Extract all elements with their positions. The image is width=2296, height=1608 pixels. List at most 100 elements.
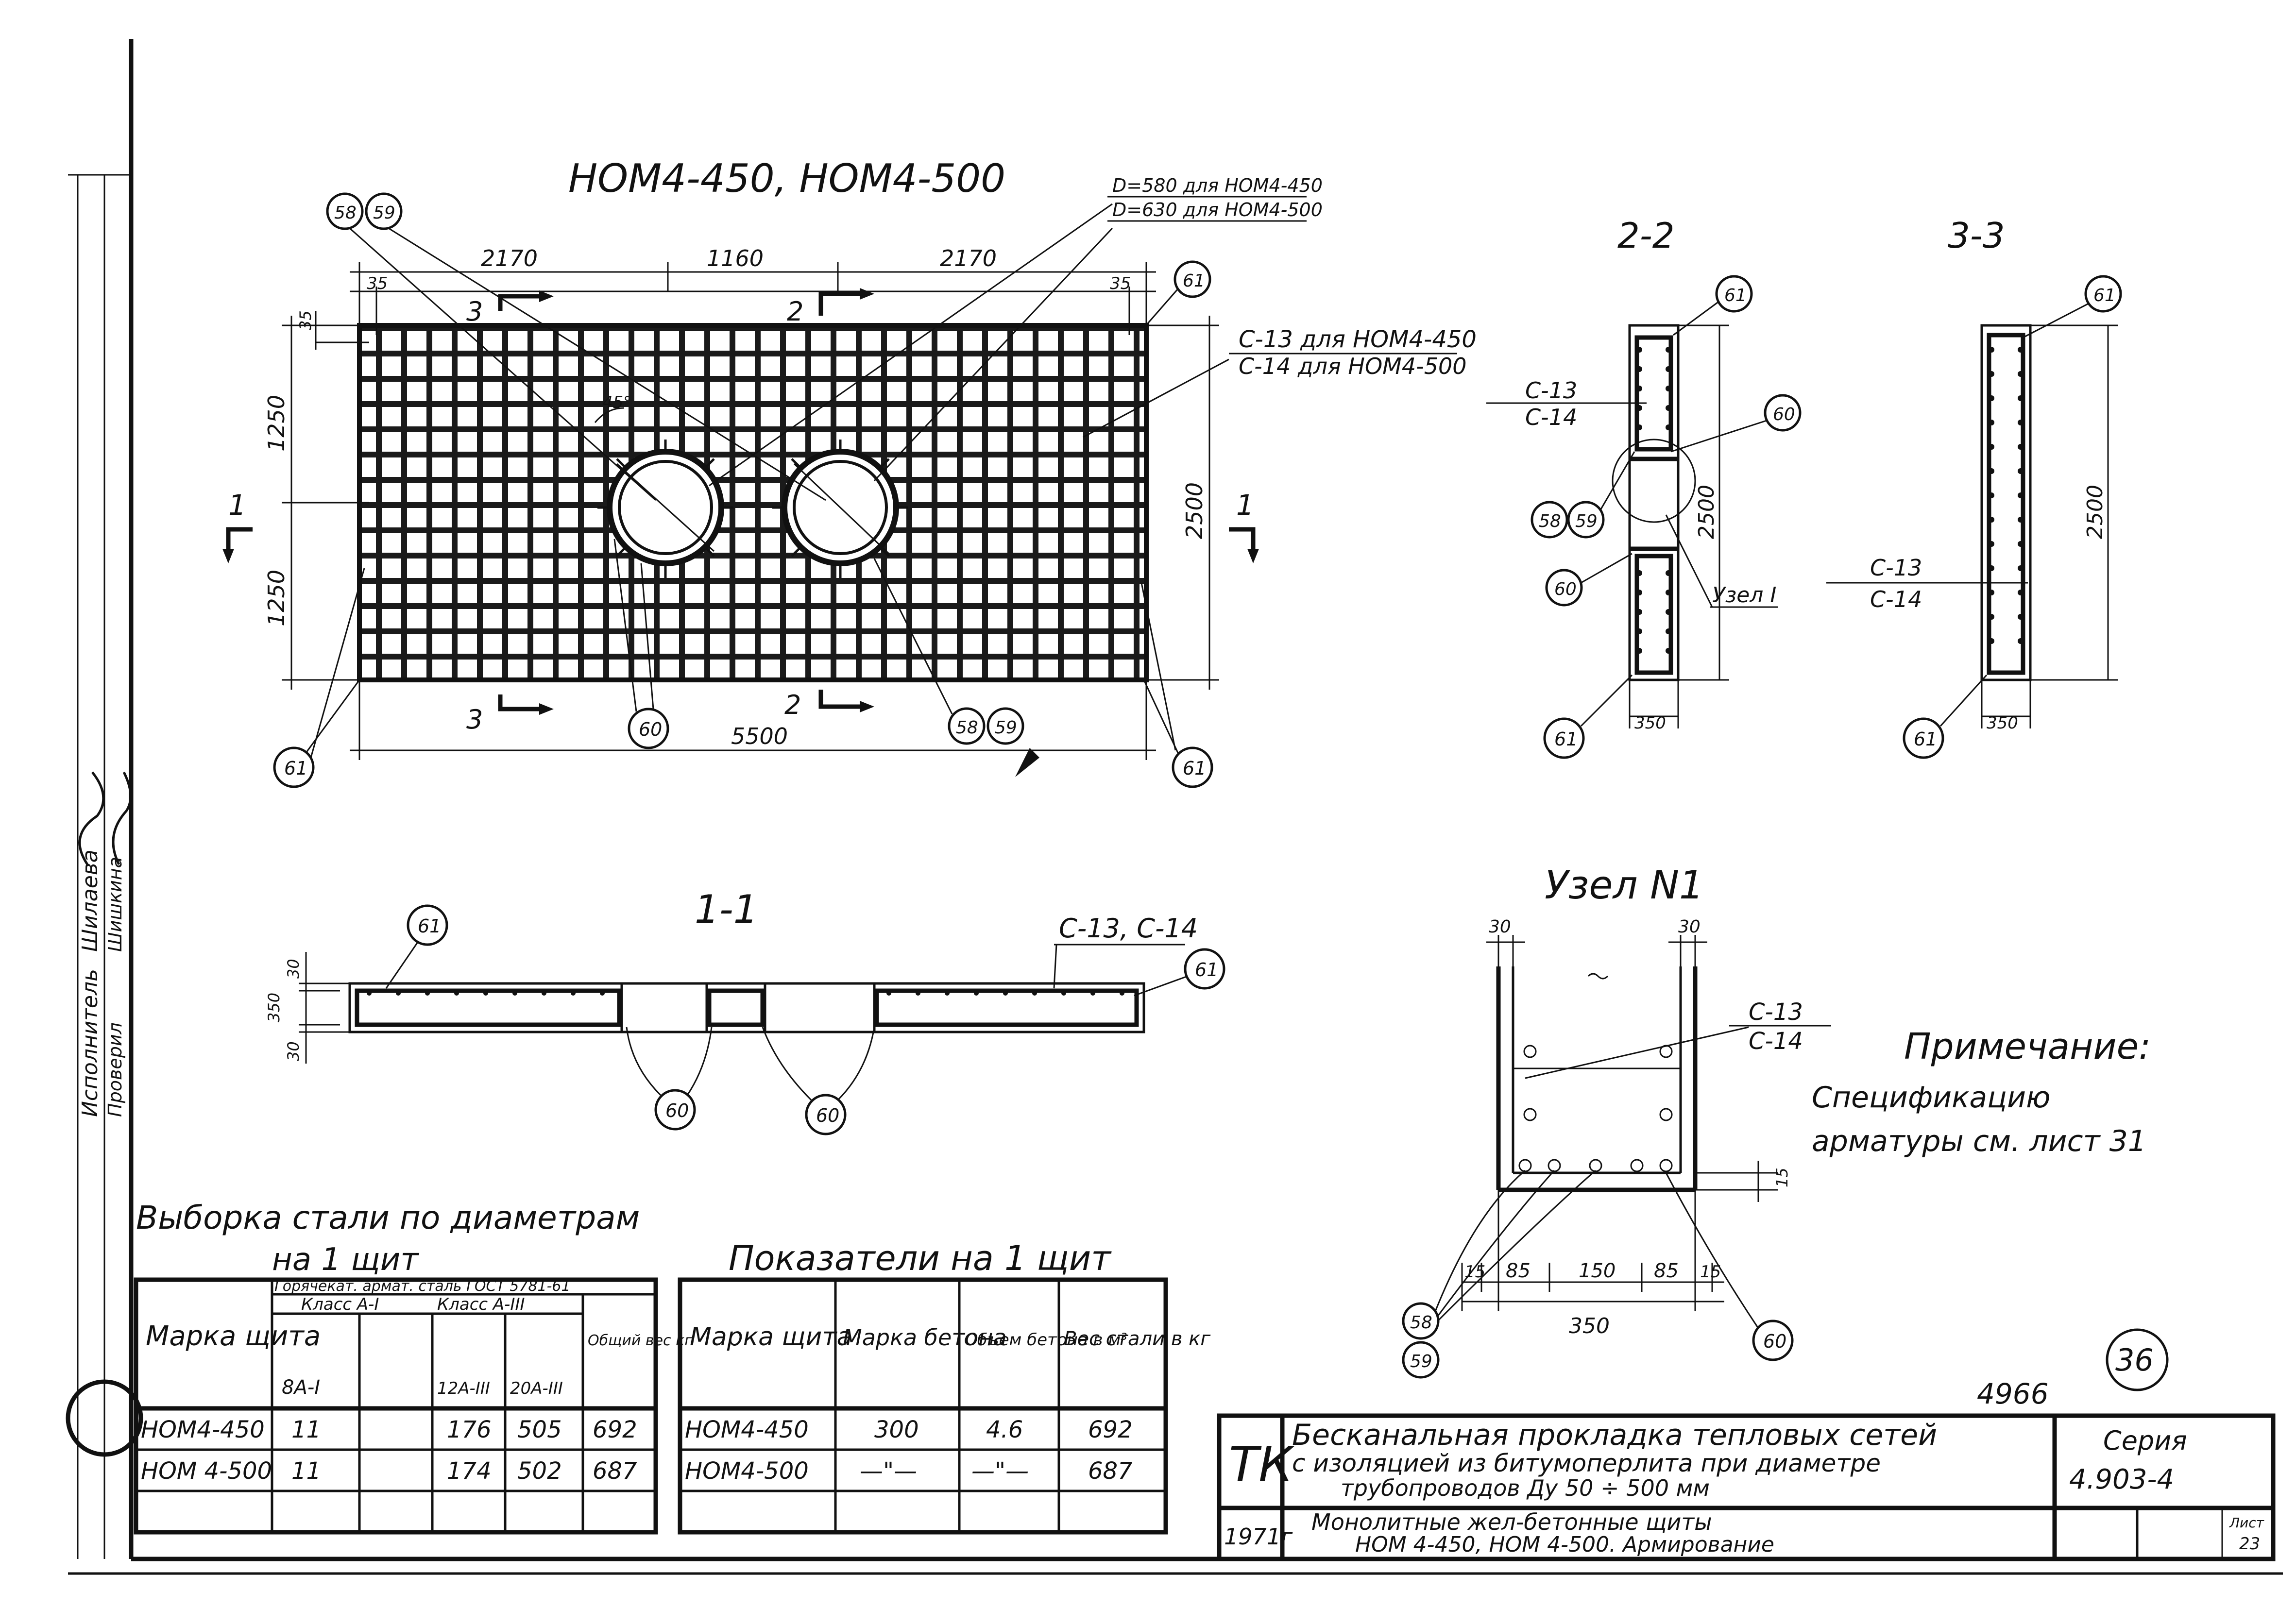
steel-sub-8a1: 8А-I [282,1376,320,1399]
note-line1: Спецификацию [1812,1081,2051,1115]
node-1-label: Узел I [1712,583,1776,608]
s11-callout-61-left: 61 [418,915,441,937]
ind-head-concrete: Марка бетона [843,1324,1007,1351]
section-mark-2-top: 2 [787,296,803,327]
dim-left-35: 35 [296,310,315,330]
node-n1-view: Узел N1 30 30 С-13 С-14 [1402,863,1831,1379]
s11-dim-30-bottom: 30 [284,1041,303,1061]
stamp-name-checker: Шишкина [104,857,126,952]
steel-r2-12a3: 174 [447,1457,492,1485]
s11-dim-350: 350 [265,993,283,1022]
section-3-3-dim-height: 2500 [2083,485,2108,539]
node-callout-58: 58 [1410,1313,1432,1333]
callout-60: 60 [639,719,662,740]
main-notes: D=580 для НОМ4-450 D=630 для НОМ4-500 С-… [709,175,1477,487]
ind-r2-volume: —"— [971,1457,1029,1485]
ind-r1-volume: 4.6 [986,1416,1023,1443]
subtitle-line1: Монолитные жел-бетонные щиты [1311,1509,1712,1535]
steel-r1-total: 692 [593,1416,637,1443]
note-line2: арматуры см. лист 31 [1812,1124,2146,1158]
callout-61-bottom-left: 61 [284,758,307,779]
stamp-name-executor: Шилаева [78,849,102,952]
section-2-2: 2-2 С-13 С-14 2500 350 Узел I 61 60 58 5… [1486,215,1802,759]
steel-head-mark: Марка щита [146,1320,321,1352]
node-callout-59: 59 [1410,1352,1432,1371]
section-1-1-title: 1-1 [695,887,758,932]
ind-head-volume: Объем бетона в м³ [964,1330,1127,1350]
dim-bottom-5500: 5500 [731,723,788,749]
dim-top: 35 2170 1160 2170 35 [350,245,1156,335]
dim-top-2170-left: 2170 [481,245,538,271]
year: 1971г [1224,1523,1293,1550]
section-mark-1-right: 1 [1236,489,1254,522]
steel-head-class3: Класс А-III [437,1295,525,1314]
section-3-3-title: 3-3 [1948,215,2005,256]
node-dim-150: 150 [1579,1260,1616,1282]
node-dim-30-left: 30 [1489,917,1511,937]
node-n1-title: Узел N1 [1545,863,1704,908]
pipe-openings: 45° [594,393,908,578]
org-code: ТК [1229,1436,1295,1493]
node-dim-15-side: 15 [1773,1168,1791,1187]
s22-callout-61-top: 61 [1724,286,1747,305]
page-number-circle [2106,1328,2169,1391]
steel-head-group: Горячекат. армат. сталь ГОСТ 5781-61 [274,1278,571,1295]
s33-callout-61-bottom: 61 [1914,728,1937,750]
dim-right: 2500 [1146,316,1219,690]
angle-label: 45° [602,393,631,412]
steel-r2-mark: НОМ 4-500 [141,1457,272,1485]
section-mark-2-bottom: 2 [784,690,801,720]
subtitle-line2: НОМ 4-450, НОМ 4-500. Армирование [1355,1532,1774,1557]
s22-callout-58: 58 [1539,511,1561,531]
s11-callout-60-left: 60 [665,1100,689,1121]
steel-row-1: НОМ4-450 11 176 505 692 [141,1416,637,1443]
title-line1: Бесканальная прокладка тепловых сетей [1292,1418,1937,1452]
main-plan-view: НОМ4-450, НОМ4-500 45° [222,156,1477,788]
s22-callout-59: 59 [1575,511,1598,531]
section-3-3-dim-width: 350 [1987,713,2018,733]
ind-row-2: НОМ4-500 —"— —"— 687 [685,1457,1133,1485]
ind-head-steel: Вес стали в кг [1064,1328,1211,1350]
dim-bottom: 5500 [350,680,1156,760]
steel-r1-mark: НОМ4-450 [141,1416,265,1443]
section-3-3-c13: С-13 [1870,555,1922,581]
node-dim-30-right: 30 [1678,917,1701,937]
dim-top-2170-right: 2170 [940,245,997,271]
steel-table-subtitle: на 1 щит [272,1242,419,1278]
steel-r1-12a3: 176 [447,1416,492,1443]
section-1-1: 1-1 30 350 30 С-13, С-14 61 61 60 60 [265,887,1225,1135]
s22-callout-61-bottom: 61 [1554,728,1578,750]
sheet-value: 23 [2239,1534,2260,1554]
section-mark-3-top: 3 [466,296,483,327]
title-line2: с изоляцией из битумоперлита при диаметр… [1292,1449,1881,1477]
s11-callout-60-right: 60 [816,1105,839,1126]
node-dim-350: 350 [1569,1314,1610,1338]
node-c14: С-14 [1749,1028,1803,1055]
title-line3: трубопроводов Ду 50 ÷ 500 мм [1341,1475,1710,1501]
section-2-2-slab [1628,324,1680,681]
section-3-3: 3-3 С-13 С-14 2500 350 61 61 [1826,215,2122,759]
callout-61-top: 61 [1183,271,1205,291]
series-label: Серия [2103,1425,2187,1456]
section-3-3-slab [1980,324,2032,681]
dim-top-35-left: 35 [367,274,388,293]
steel-table: Выборка стали по диаметрам на 1 щит Горя… [134,1199,692,1535]
ind-row-1: НОМ4-450 300 4.6 692 [685,1416,1133,1443]
s33-callout-61-top: 61 [2093,286,2116,305]
steel-r2-total: 687 [593,1457,637,1485]
steel-r2-20a3: 502 [517,1457,562,1485]
sheet-number-4966: 4966 [1977,1377,2049,1410]
ind-r1-concrete: 300 [874,1416,919,1443]
note-block: Примечание: Спецификацию арматуры см. ли… [1812,1026,2151,1158]
ind-r1-steel: 692 [1088,1416,1133,1443]
dim-right-2500: 2500 [1181,482,1208,539]
node-dim-85-left: 85 [1506,1260,1531,1282]
steel-r1-8a1: 11 [291,1416,321,1443]
section-2-2-c13: С-13 [1525,377,1577,404]
ind-r2-mark: НОМ4-500 [685,1457,809,1485]
signature-1 [78,771,105,865]
steel-sub-12a3: 12А-III [437,1379,490,1398]
ind-r1-mark: НОМ4-450 [685,1416,809,1443]
s22-callout-60-top: 60 [1773,405,1795,424]
